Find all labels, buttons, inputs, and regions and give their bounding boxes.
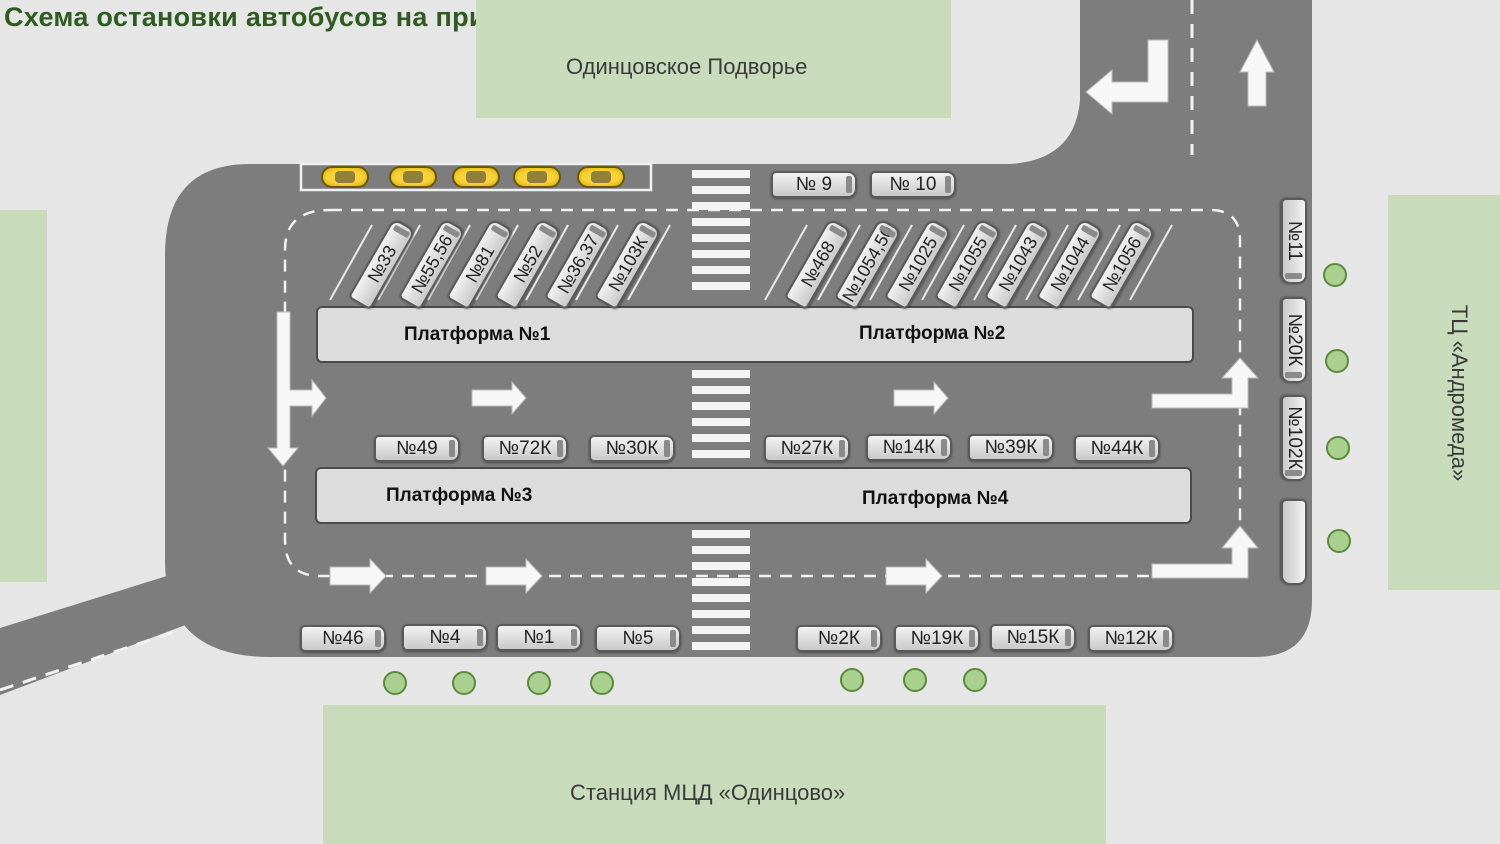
taxi-icon: [513, 166, 561, 188]
bus-stop: № 9: [771, 171, 857, 198]
bus-stop: №1: [496, 624, 582, 651]
tree-icon: [1323, 263, 1347, 287]
platform-2-label: Платформа №2: [859, 323, 1006, 344]
tree-icon: [963, 668, 987, 692]
tree-icon: [383, 671, 407, 695]
taxi-icon: [321, 166, 369, 188]
bus-stop: №15К: [990, 624, 1076, 651]
platform-1-2: Платформа №1 Платформа №2: [316, 306, 1194, 363]
platform-4-label: Платформа №4: [862, 488, 1009, 509]
taxi-icon: [452, 166, 500, 188]
bus-stop: №44К: [1074, 435, 1160, 462]
taxi-icon: [389, 166, 437, 188]
taxi-icon: [577, 166, 625, 188]
platform-1-label: Платформа №1: [404, 324, 551, 345]
tree-icon: [1325, 349, 1349, 373]
tree-icon: [840, 668, 864, 692]
platform-3-4: Платформа №3 Платформа №4: [315, 467, 1192, 524]
tree-icon: [590, 671, 614, 695]
tree-icon: [1326, 436, 1350, 460]
bus-stop: №30К: [589, 435, 675, 462]
bus-stop: № 10: [870, 171, 956, 198]
place-label-bottom: Станция МЦД «Одинцово»: [570, 780, 846, 805]
bus-stop: №14К: [866, 434, 952, 461]
bus-stop: №39К: [968, 434, 1054, 461]
green-area-top: [476, 0, 951, 118]
bus-stop: №4: [402, 624, 488, 651]
bus-icon: [1281, 499, 1307, 585]
green-area-bottom: [323, 705, 1106, 844]
bus-stop: №49: [374, 435, 460, 462]
place-label-top: Одинцовское Подворье: [566, 54, 808, 79]
tree-icon: [903, 668, 927, 692]
bus-stop: №72К: [482, 435, 568, 462]
tree-icon: [527, 671, 551, 695]
bus-stop: №2К: [796, 625, 882, 652]
bus-stop: №27К: [764, 435, 850, 462]
bus-stop: №5: [595, 625, 681, 652]
bus-stop: №11: [1281, 198, 1307, 284]
bus-stop: №46: [300, 625, 386, 652]
tree-icon: [452, 671, 476, 695]
tree-icon: [1327, 529, 1351, 553]
platform-3-label: Платформа №3: [386, 485, 533, 506]
bus-stop: №20К: [1281, 297, 1307, 383]
bus-stop: №102К: [1281, 395, 1307, 481]
green-area-right: [1388, 195, 1500, 590]
bus-stop: №12К: [1088, 625, 1174, 652]
green-area-left: [0, 210, 47, 582]
bus-stop: №19К: [894, 625, 980, 652]
